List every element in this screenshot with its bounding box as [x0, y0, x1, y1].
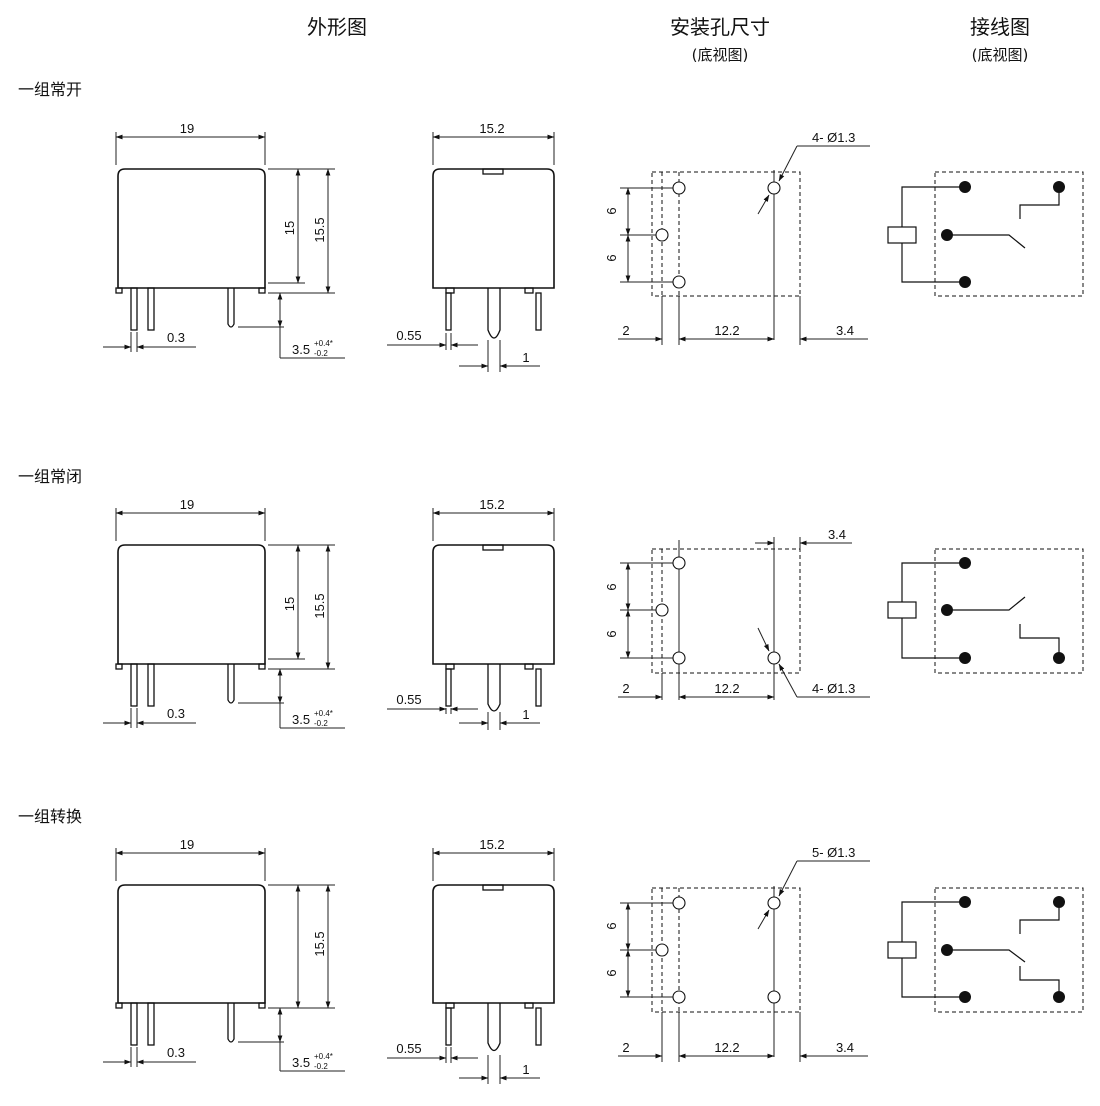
dim-pin-width: 0.55	[396, 328, 421, 343]
header-wiring: 接线图	[970, 15, 1030, 39]
dim-depth: 15.2	[479, 497, 504, 512]
dim-spacing-a: 6	[604, 922, 619, 929]
dim-span: 12.2	[714, 681, 739, 696]
dim-pin-width: 0.55	[396, 692, 421, 707]
header-mounting: 安装孔尺寸	[670, 15, 770, 39]
dim-tol-minus: -0.2	[314, 349, 328, 358]
dim-spacing-a: 6	[604, 207, 619, 214]
dim-depth: 15.2	[479, 837, 504, 852]
dim-pin-thick: 0.3	[167, 330, 185, 345]
dim-spacing-a: 6	[604, 583, 619, 590]
mounting-holes: 6 6 3.4 2 12.2 4- Ø1.3	[604, 527, 870, 700]
dim-pin-len: 3.5	[292, 712, 310, 727]
mounting-holes: 6 6 2 12.2 3.4 4- Ø1.3	[604, 130, 870, 345]
dim-pin-thick: 0.3	[167, 1045, 185, 1060]
wiring-diagram	[887, 887, 1084, 1013]
row-normally-closed: 一组常闭 19 15 15.5 0.3	[18, 467, 1084, 730]
dim-offset-right: 3.4	[836, 1040, 854, 1055]
dim-pin-pitch: 1	[522, 707, 529, 722]
row-label: 一组转换	[18, 807, 82, 826]
side-view: 15.2 0.55 1	[387, 497, 555, 730]
dim-offset-right: 3.4	[828, 527, 846, 542]
dim-offset-left: 2	[622, 681, 629, 696]
side-view: 15.2 0.55 1	[387, 837, 555, 1084]
front-view: 19 15.5 0.3 3.5 +0.4* -0.2	[103, 837, 345, 1072]
dim-offset-left: 2	[622, 1040, 629, 1055]
wiring-diagram	[887, 171, 1084, 297]
row-label: 一组常开	[18, 80, 82, 99]
front-view: 19 15 15.5 0.3 3.5 +0.4* -0.2	[103, 497, 345, 729]
row-normally-open: 一组常开 19 15 15.5 0.3	[18, 80, 1084, 372]
dim-width: 19	[180, 497, 194, 512]
dim-pin-len: 3.5	[292, 1055, 310, 1070]
dim-pin-len: 3.5	[292, 342, 310, 357]
dim-pin-pitch: 1	[522, 350, 529, 365]
hole-callout: 4- Ø1.3	[812, 130, 855, 145]
dim-tol-plus: +0.4*	[314, 339, 333, 348]
dim-height-inner: 15	[282, 221, 297, 235]
front-view: 19 15 15.5 0.3 3.5 +0.4* -0.2	[103, 121, 345, 359]
hole-callout: 4- Ø1.3	[812, 681, 855, 696]
dim-spacing-b: 6	[604, 254, 619, 261]
dim-height-inner: 15	[282, 597, 297, 611]
dim-depth: 15.2	[479, 121, 504, 136]
dim-spacing-b: 6	[604, 969, 619, 976]
dim-offset-right: 3.4	[836, 323, 854, 338]
dim-span: 12.2	[714, 1040, 739, 1055]
header-mounting-sub: (底视图)	[692, 46, 749, 64]
hole-callout: 5- Ø1.3	[812, 845, 855, 860]
dim-width: 19	[180, 121, 194, 136]
dim-pin-pitch: 1	[522, 1062, 529, 1077]
mounting-holes: 6 6 2 12.2 3.4 5- Ø1.3	[604, 845, 870, 1062]
dim-height-outer: 15.5	[312, 593, 327, 618]
side-view: 15.2 0.55 1	[387, 121, 555, 372]
dim-tol-minus: -0.2	[314, 1062, 328, 1071]
header-outline: 外形图	[307, 15, 367, 39]
dim-height-outer: 15.5	[312, 217, 327, 242]
row-changeover: 一组转换 19 15.5 0.3 3.5	[18, 807, 1084, 1084]
dim-spacing-b: 6	[604, 630, 619, 637]
header-wiring-sub: (底视图)	[972, 46, 1029, 64]
dim-pin-width: 0.55	[396, 1041, 421, 1056]
dim-offset-left: 2	[622, 323, 629, 338]
dim-tol-plus: +0.4*	[314, 709, 333, 718]
dim-height-outer: 15.5	[312, 931, 327, 956]
wiring-diagram	[887, 548, 1084, 674]
dim-span: 12.2	[714, 323, 739, 338]
dim-pin-thick: 0.3	[167, 706, 185, 721]
dim-tol-minus: -0.2	[314, 719, 328, 728]
row-label: 一组常闭	[18, 467, 82, 486]
dim-width: 19	[180, 837, 194, 852]
dim-tol-plus: +0.4*	[314, 1052, 333, 1061]
